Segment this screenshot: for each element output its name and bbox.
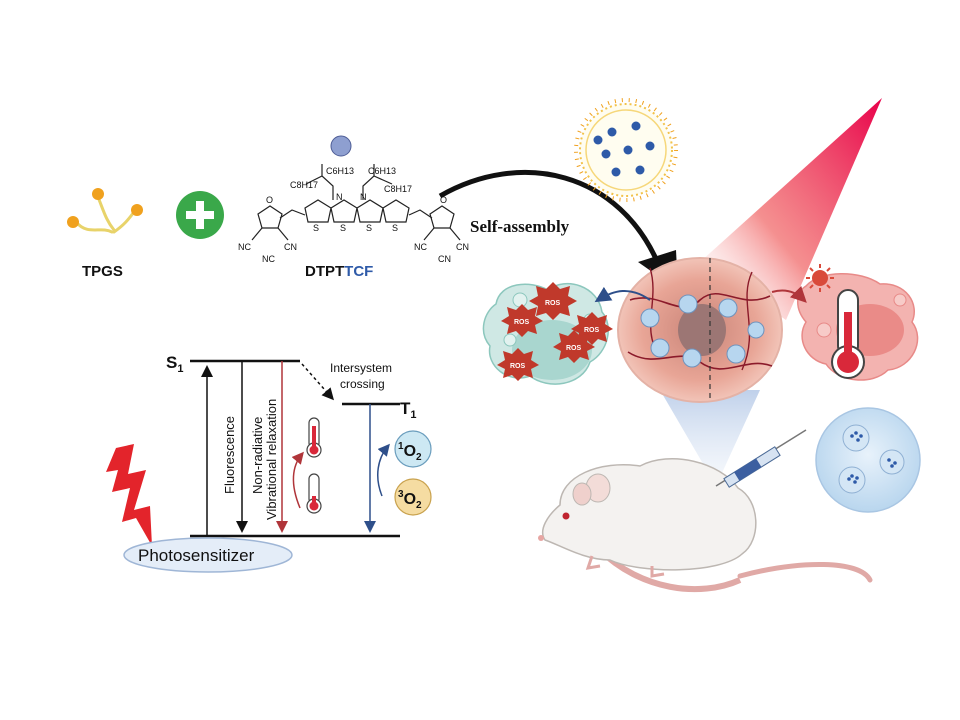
chem-label-s-d: S (392, 223, 398, 233)
self-assembly-arrow (438, 169, 663, 269)
triplet-oxygen-label: 3O2 (398, 489, 422, 511)
self-assembly-label: Self-assembly (470, 217, 570, 236)
ros-label-2: ROS (514, 319, 530, 326)
chem-label-cn-a: CN (284, 242, 297, 252)
crossing-label: crossing (340, 377, 385, 391)
thermometer-icon-hot (306, 417, 322, 458)
chem-label-c6h13-a: C6H13 (326, 166, 354, 176)
plus-icon (176, 191, 224, 239)
singlet-oxygen-label: 1O2 (398, 441, 422, 463)
micelle-nanoparticle (574, 98, 678, 202)
chem-label-n-b: N (360, 192, 367, 202)
vibrational-label: Vibrational relaxation (264, 399, 279, 520)
tpgs-molecule (67, 188, 143, 234)
singlet-oxygen-bubble (394, 430, 432, 468)
chem-label-n-a: N (336, 192, 343, 202)
dtpt-tcf-label: DTPTTCF (305, 263, 373, 280)
ros-label-3: ROS (584, 327, 600, 334)
thermometer-icon-large (831, 289, 865, 379)
chem-label-nc-a: NC (238, 242, 251, 252)
chem-label-c6h13-b: C6H13 (368, 166, 396, 176)
chem-label-cn-c: CN (438, 254, 451, 264)
s1-label: S1 (166, 353, 183, 375)
chem-label-c8h17-b: C8H17 (384, 184, 412, 194)
chem-label-o-b: O (440, 195, 447, 205)
chem-label-nc-c: NC (414, 242, 427, 252)
chem-label-cn-b: CN (456, 242, 469, 252)
ros-label-4: ROS (566, 345, 582, 352)
ros-star-4: ROS (553, 330, 595, 363)
oxygen-conversion-arrow (376, 443, 390, 497)
chem-label-c8h17-a: C8H17 (290, 180, 318, 190)
zoom-bubble (815, 407, 921, 513)
dtpt-atom-labels: C6H13 C8H17 C6H13 C8H17 N N S S S S O O … (238, 166, 469, 264)
photosensitizer-badge (123, 537, 293, 573)
syringe-icon (715, 429, 807, 488)
chem-label-s-c: S (366, 223, 372, 233)
heat-curve-arrow (291, 451, 304, 509)
dtpt-tcf-structure (251, 164, 461, 241)
tumor-to-heat-arrow (771, 285, 807, 303)
ros-star-5: ROS (497, 348, 539, 381)
ros-star-2: ROS (501, 304, 543, 337)
chem-label-o-a: O (266, 195, 273, 205)
tumor-to-ros-arrow (594, 286, 651, 303)
ros-label-5: ROS (510, 363, 526, 370)
intersystem-label: Intersystem (330, 361, 392, 375)
t1-label: T1 (400, 399, 417, 421)
triplet-oxygen-bubble (394, 478, 432, 516)
thermometer-icon-cold (306, 473, 322, 514)
sun-icon (806, 264, 834, 292)
dye-dot-icon (330, 135, 352, 157)
tpgs-label: TPGS (82, 263, 123, 280)
ros-star-1: ROS (529, 282, 577, 320)
nonradiative-label: Non-radiative (250, 417, 265, 494)
jablonski-diagram: S1 T1 Intersystem crossing Fluorescence … (106, 353, 432, 573)
fluorescence-label: Fluorescence (222, 416, 237, 494)
laser-beam (700, 98, 882, 320)
photosensitizer-label: Photosensitizer (138, 546, 255, 565)
lightning-icon (106, 444, 152, 546)
isc-arrow (301, 363, 334, 401)
chem-label-nc-b: NC (262, 254, 275, 264)
mouse-illustration (538, 458, 873, 593)
chem-label-s-b: S (340, 223, 346, 233)
ros-label-1: ROS (545, 300, 561, 307)
tumor-tissue (617, 257, 783, 403)
chem-label-s-a: S (313, 223, 319, 233)
projection-beam (660, 390, 760, 486)
